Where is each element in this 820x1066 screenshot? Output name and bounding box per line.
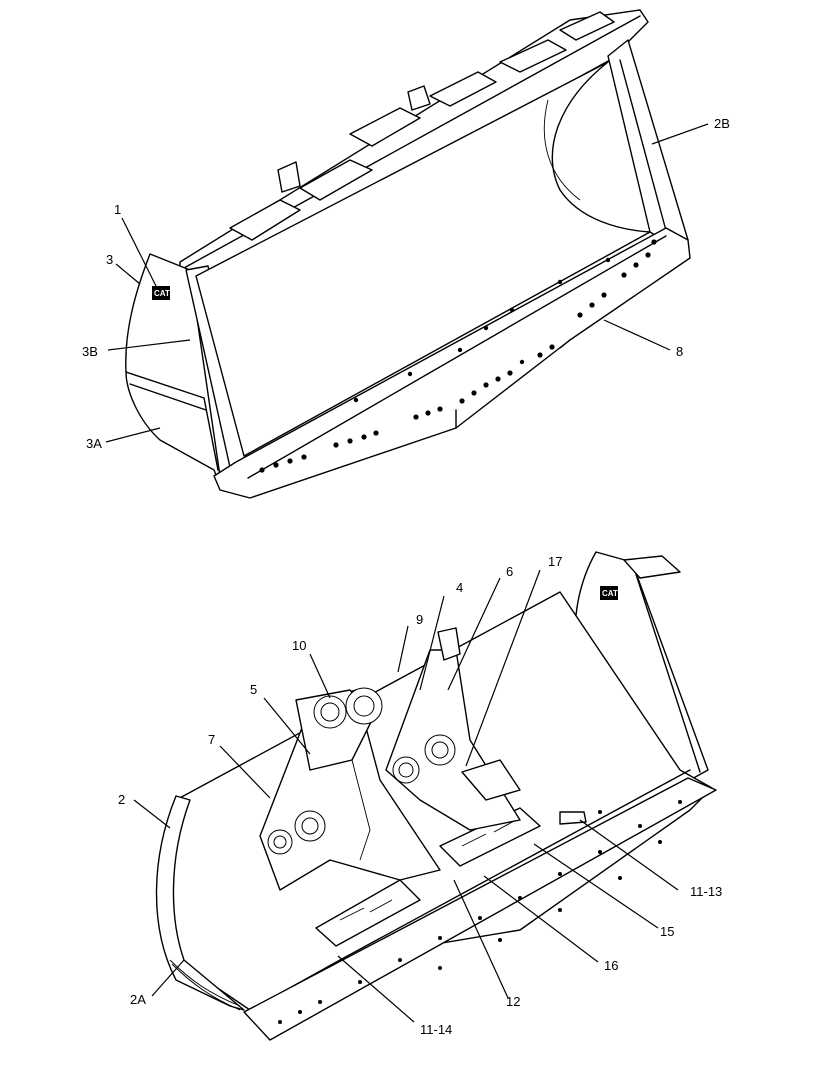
callout-11-13: 11-13 — [690, 884, 722, 899]
cutting-edge — [213, 227, 691, 499]
lug-plate — [461, 759, 521, 801]
callout-3: 3 — [106, 252, 113, 267]
svg-text:CAT: CAT — [154, 289, 170, 298]
callout-7: 7 — [208, 732, 215, 747]
cutting-edge-bolts — [259, 239, 657, 473]
callout-10: 10 — [292, 638, 306, 653]
top-rail-segments — [229, 11, 615, 241]
callout-9: 9 — [416, 612, 423, 627]
bottom-edge-bolts — [278, 800, 682, 1024]
callout-2a: 2A — [130, 992, 146, 1007]
bucket-interior — [195, 61, 651, 457]
callout-11-14: 11-14 — [420, 1022, 452, 1037]
callout-3a: 3A — [86, 436, 102, 451]
callout-6: 6 — [506, 564, 513, 579]
callout-8: 8 — [676, 344, 683, 359]
callout-labels: 1 3 3B 3A 2B 8 17 6 4 9 10 5 7 2 2A 11-1… — [82, 116, 730, 1037]
bottom-cutting-edge — [243, 777, 717, 1041]
callout-1: 1 — [114, 202, 121, 217]
svg-text:CAT: CAT — [602, 589, 618, 598]
callout-15: 15 — [660, 924, 674, 939]
top-bucket-view: CAT — [125, 9, 691, 499]
callout-16: 16 — [604, 958, 618, 973]
callout-5: 5 — [250, 682, 257, 697]
hinge-bracket-left — [259, 687, 441, 891]
part-11-13 — [559, 811, 587, 825]
callout-2b: 2B — [714, 116, 730, 131]
leader-lines — [105, 123, 709, 1023]
callout-4: 4 — [456, 580, 463, 595]
bottom-bucket-view: CAT — [155, 551, 717, 1041]
callout-3b: 3B — [82, 344, 98, 359]
callout-17: 17 — [548, 554, 562, 569]
callout-2: 2 — [118, 792, 125, 807]
cat-logo-top: CAT — [152, 286, 170, 300]
wear-plates — [315, 807, 541, 947]
cat-logo-bottom: CAT — [600, 586, 618, 600]
right-side-plate — [607, 39, 689, 249]
bottom-left-side — [155, 795, 245, 1011]
callout-12: 12 — [506, 994, 520, 1009]
